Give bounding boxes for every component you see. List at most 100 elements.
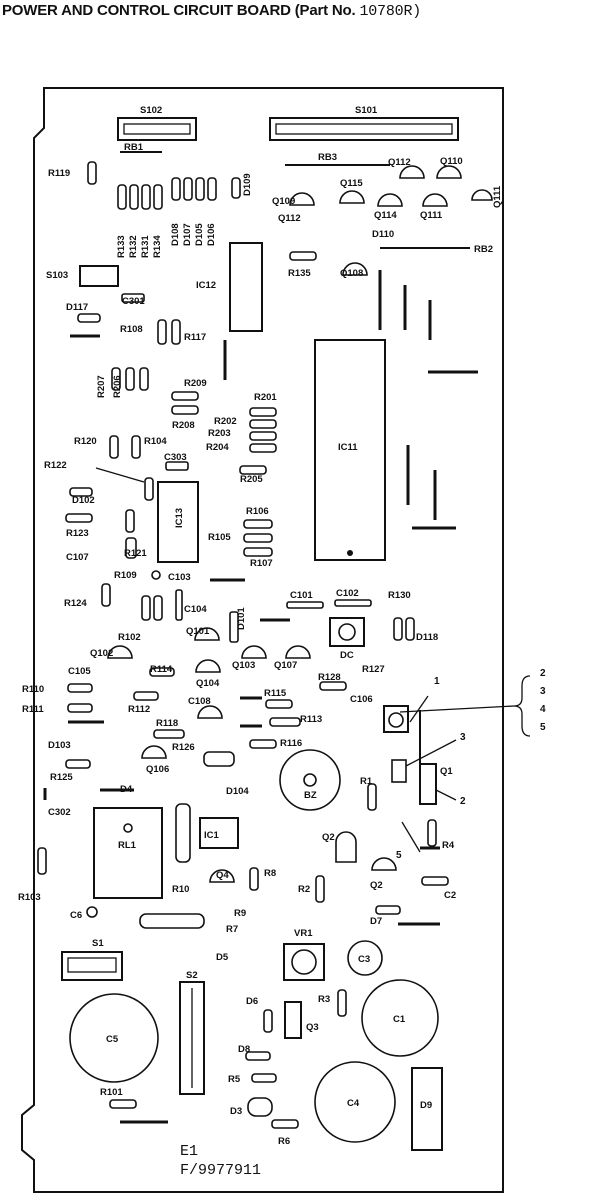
label-ic1: IC1 — [204, 830, 220, 841]
label-d118: D118 — [416, 632, 438, 643]
label-c301: C301 — [122, 296, 145, 307]
label-d6: D6 — [246, 996, 258, 1007]
label-q2: Q2 — [322, 832, 335, 843]
label-d106: D106 — [206, 223, 217, 246]
label-r120: R120 — [74, 436, 97, 447]
small-capacitors — [86, 293, 372, 918]
title-part-number: 10780R) — [359, 3, 422, 20]
vr1-pot — [283, 943, 325, 981]
label-c105: C105 — [68, 666, 91, 677]
label-r121: R121 — [124, 548, 147, 559]
label-r206: R206 — [112, 375, 123, 398]
label-q108: Q108 — [340, 268, 363, 279]
callout-numbers: 1 2 3 2 3 4 5 5 — [396, 668, 546, 861]
label-q112-top: Q112 — [388, 157, 411, 168]
label-d108: D108 — [170, 223, 181, 246]
callout-2-q1: 2 — [460, 796, 466, 807]
label-q111-right: Q111 — [492, 185, 503, 208]
callout-brace-4: 4 — [540, 704, 546, 715]
label-q1: Q1 — [440, 766, 453, 777]
callout-1: 1 — [434, 676, 440, 687]
callout-brace — [513, 675, 531, 737]
label-ic13: IC13 — [174, 508, 185, 528]
label-r112: R112 — [128, 704, 150, 715]
label-r1: R1 — [360, 776, 373, 787]
label-r5: R5 — [228, 1074, 241, 1085]
label-r130: R130 — [388, 590, 411, 601]
label-s2: S2 — [186, 970, 198, 981]
callout-5: 5 — [396, 850, 402, 861]
connector-s2 — [179, 981, 205, 1095]
label-q101: Q101 — [186, 626, 210, 637]
title-main: POWER AND CONTROL CIRCUIT BOARD — [2, 2, 291, 19]
label-r122: R122 — [44, 460, 67, 471]
label-r101: R101 — [100, 1087, 123, 1098]
label-r105: R105 — [208, 532, 231, 543]
label-r119: R119 — [48, 168, 70, 179]
label-r205: R205 — [240, 474, 263, 485]
label-q110: Q110 — [440, 156, 463, 167]
label-q103: Q103 — [232, 660, 255, 671]
label-q2-lower: Q2 — [370, 880, 383, 891]
ic1-chip — [199, 817, 239, 849]
label-r110: R110 — [22, 684, 44, 695]
label-r128: R128 — [318, 672, 341, 683]
label-d103: D103 — [48, 740, 71, 751]
ic11-chip — [314, 339, 386, 561]
label-s101: S101 — [355, 105, 378, 116]
label-bz: BZ — [304, 790, 317, 801]
dc-trimmer — [329, 617, 365, 647]
label-r114: R114 — [150, 664, 173, 675]
label-c1: C1 — [393, 1014, 406, 1025]
label-r117: R117 — [184, 332, 206, 343]
ic13-chip — [157, 481, 199, 563]
label-rb1: RB1 — [124, 142, 144, 153]
label-r203: R203 — [208, 428, 231, 439]
label-d104: D104 — [226, 786, 249, 797]
diode-d3 — [247, 1097, 273, 1117]
label-r208: R208 — [172, 420, 195, 431]
label-q106: Q106 — [146, 764, 169, 775]
label-r2: R2 — [298, 884, 310, 895]
label-d8: D8 — [238, 1044, 250, 1055]
label-d105: D105 — [194, 223, 205, 246]
label-c107: C107 — [66, 552, 89, 563]
label-ic11: IC11 — [338, 442, 358, 453]
label-r133: R133 — [116, 235, 127, 258]
callout-brace-3: 3 — [540, 686, 546, 697]
label-c3: C3 — [358, 954, 370, 965]
label-r108: R108 — [120, 324, 143, 335]
label-c106: C106 — [350, 694, 373, 705]
label-c302: C302 — [48, 807, 71, 818]
label-r103: R103 — [18, 892, 41, 903]
label-q111: Q111 — [420, 210, 443, 221]
label-r202: R202 — [214, 416, 237, 427]
label-d9: D9 — [420, 1100, 432, 1111]
footer-line1: E1 — [180, 1143, 198, 1160]
label-c102: C102 — [336, 588, 359, 599]
capacitor-c4 — [314, 1061, 396, 1143]
label-c108: C108 — [188, 696, 211, 707]
label-r4: R4 — [442, 840, 455, 851]
label-r134: R134 — [152, 235, 163, 258]
label-d110: D110 — [372, 229, 394, 240]
label-d102: D102 — [72, 495, 95, 506]
transistor-q3 — [284, 1001, 302, 1039]
footer-line2: F/9977911 — [180, 1162, 261, 1179]
connector-s101 — [269, 117, 459, 141]
label-r8: R8 — [264, 868, 276, 879]
label-r204: R204 — [206, 442, 229, 453]
label-r118: R118 — [156, 718, 178, 729]
label-r126: R126 — [172, 742, 195, 753]
label-r10: R10 — [172, 884, 189, 895]
label-vr1: VR1 — [294, 928, 313, 939]
connector-s103 — [79, 265, 119, 287]
label-q115: Q115 — [340, 178, 363, 189]
label-r3: R3 — [318, 994, 330, 1005]
label-r127: R127 — [362, 664, 385, 675]
label-rb2: RB2 — [474, 244, 493, 255]
label-s103: S103 — [46, 270, 68, 281]
label-dc: DC — [340, 650, 354, 661]
label-c2: C2 — [444, 890, 456, 901]
